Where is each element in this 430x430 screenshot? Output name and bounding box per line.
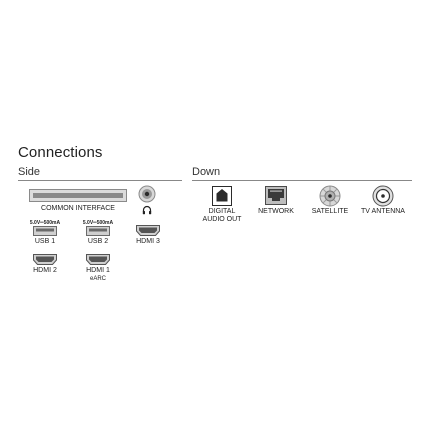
- hdmi2-port-icon: [33, 254, 57, 265]
- usb2-port-icon: [86, 226, 110, 236]
- down-section-label: Down: [192, 166, 221, 178]
- audio-jack-icon: [138, 185, 156, 203]
- satellite-label: SATELLITE: [311, 208, 349, 215]
- side-divider: [18, 180, 182, 181]
- headphone-icon: [142, 205, 152, 215]
- page-title: Connections: [18, 144, 103, 161]
- digital-audio-label-line1: DIGITAL: [208, 208, 236, 215]
- hdmi1-label: HDMI 1: [86, 267, 110, 274]
- satellite-port-icon: [319, 185, 341, 207]
- network-label: NETWORK: [258, 208, 294, 215]
- usb1-port-icon: [33, 226, 57, 236]
- down-divider: [192, 180, 412, 181]
- hdmi3-label: HDMI 3: [136, 238, 160, 245]
- hdmi2-label: HDMI 2: [33, 267, 57, 274]
- tv-antenna-label: TV ANTENNA: [361, 208, 405, 215]
- hdmi1-port-icon: [86, 254, 110, 265]
- optical-audio-port-icon: [212, 186, 232, 206]
- hdmi1-earc-label: eARC: [89, 276, 106, 282]
- usb2-power-spec: 5.0V═500mA: [82, 220, 114, 226]
- usb2-label: USB 2: [87, 238, 109, 245]
- usb1-label: USB 1: [34, 238, 56, 245]
- tv-antenna-port-icon: [372, 185, 394, 207]
- hdmi3-port-icon: [136, 225, 160, 236]
- network-port-icon: [265, 186, 287, 205]
- common-interface-slot-icon: [29, 189, 127, 202]
- digital-audio-label-line2: AUDIO OUT: [202, 216, 242, 223]
- common-interface-label: COMMON INTERFACE: [41, 205, 115, 212]
- usb1-power-spec: 5.0V═500mA: [29, 220, 61, 226]
- side-section-label: Side: [18, 166, 41, 178]
